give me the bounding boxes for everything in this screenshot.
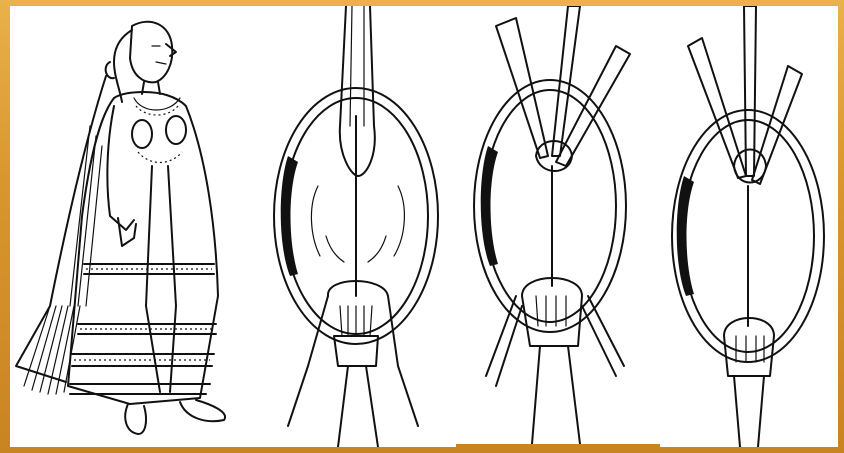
- brooch-drawing-3: [660, 6, 838, 447]
- brooch-drawing-2: [456, 6, 660, 444]
- brooch-drawing-1: [248, 6, 456, 447]
- woman-figure-illustration: [10, 6, 248, 447]
- brooch-illustration-2: [456, 6, 660, 444]
- woman-figure-drawing: [10, 6, 248, 447]
- brooch-illustration-3: [660, 6, 838, 447]
- brooch-illustration-1: [248, 6, 456, 447]
